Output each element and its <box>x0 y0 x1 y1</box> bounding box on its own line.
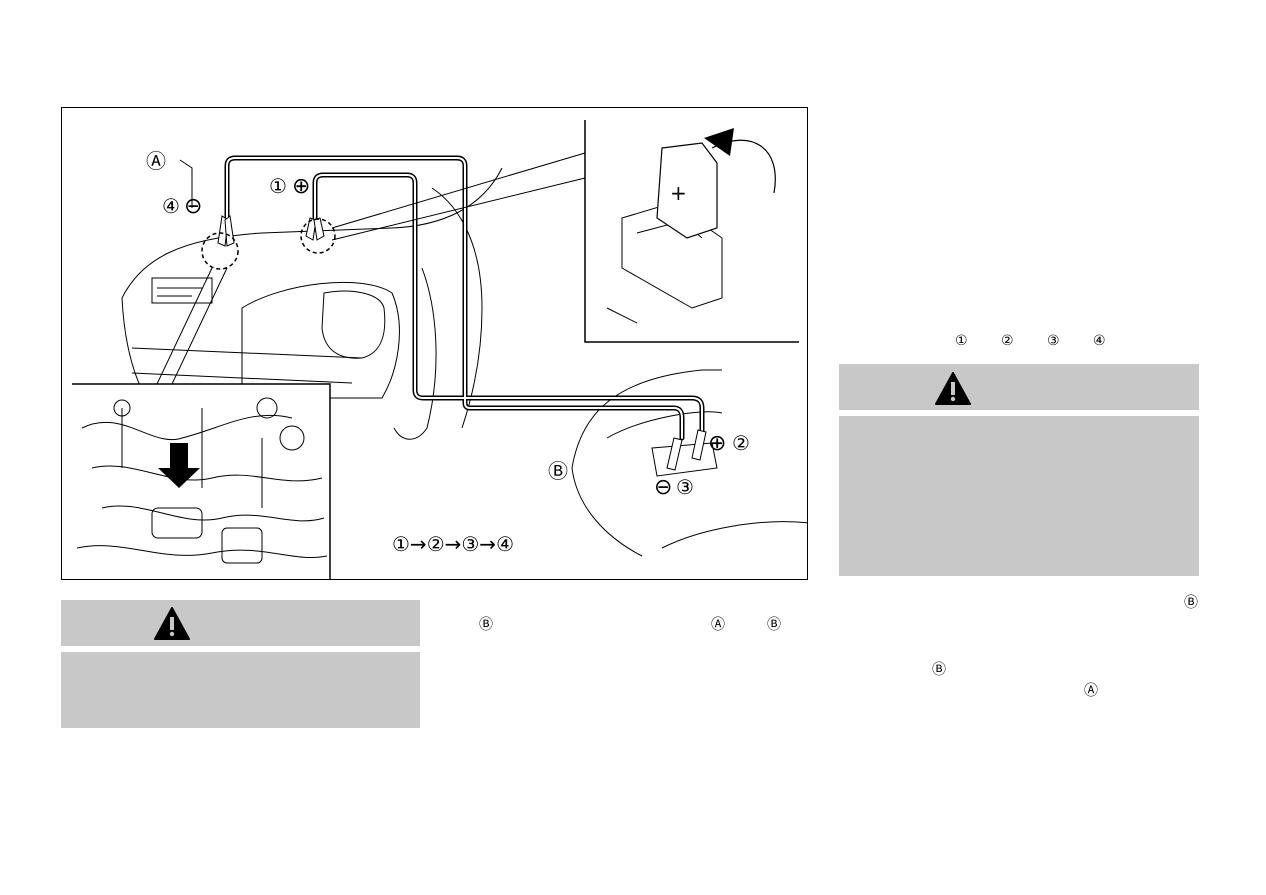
caution-body-right <box>839 416 1199 576</box>
cover-plus-sign: + <box>670 181 687 205</box>
step1-ref: ① <box>955 333 968 349</box>
terminal-cover <box>656 142 718 239</box>
terminal-cover-inset: + <box>584 120 807 343</box>
connection-sequence: ①→②→③→④ <box>392 532 514 556</box>
step3-label: ③ <box>676 475 694 499</box>
clamp-a-positive <box>305 217 317 241</box>
step3-ref: ③ <box>1047 333 1060 349</box>
caution-box-right <box>839 364 1199 576</box>
caution-box-left <box>61 600 420 728</box>
car-a-bumper-line <box>131 347 363 359</box>
ground-point-inset <box>72 383 331 579</box>
vehicle-a-ref: Ⓐ <box>711 617 725 633</box>
car-b-battery <box>651 442 718 477</box>
zoom-line-bottom <box>331 177 586 241</box>
car-a-battery <box>151 277 213 304</box>
lift-arrow-head <box>704 128 734 156</box>
caution-header-left <box>61 600 420 646</box>
vehicle-b-label: Ⓑ <box>548 459 568 483</box>
jump-start-diagram: + Ⓐ ④ ⊖ <box>72 120 807 579</box>
step2-label: ② <box>732 431 750 455</box>
car-a-hood-outline <box>121 167 503 299</box>
step2-ref: ② <box>1001 333 1014 349</box>
car-a-bumper-line-2 <box>131 372 353 384</box>
car-b-lower <box>661 521 807 549</box>
car-a-headlight-area <box>241 281 400 399</box>
engine-hose <box>81 414 293 441</box>
vehicle-b-ref-3: Ⓑ <box>1184 595 1198 611</box>
step1-label: ① <box>269 174 287 198</box>
step4-ref: ④ <box>1093 333 1106 349</box>
vehicle-b-ref-2: Ⓑ <box>767 617 781 633</box>
plus-label-b: ⊕ <box>708 431 726 456</box>
car-a-wheel-arch <box>393 267 437 440</box>
car-b-front <box>571 467 643 557</box>
zoom-line-left-a <box>156 267 213 385</box>
vehicle-a-label: Ⓐ <box>146 149 166 173</box>
zoom-line-top <box>331 152 586 229</box>
jump-start-illustration: + Ⓐ ④ ⊖ <box>61 107 808 580</box>
ground-point-arrow <box>158 443 200 488</box>
vehicle-a-ref-2: Ⓐ <box>1084 683 1098 699</box>
minus-label-a: ⊖ <box>184 194 202 219</box>
ground-point-circle <box>201 232 239 270</box>
car-a-headlight <box>321 290 386 359</box>
step4-label: ④ <box>162 194 180 218</box>
warning-triangle-icon <box>935 372 971 405</box>
vehicle-b-ref: Ⓑ <box>479 617 493 633</box>
caution-body-left <box>61 652 420 728</box>
vehicle-b-ref-4: Ⓑ <box>932 662 946 678</box>
car-a-battery-detail <box>157 287 202 297</box>
zoom-line-left-b <box>171 267 228 385</box>
car-a-fender <box>431 187 483 429</box>
positive-terminal-circle <box>300 218 336 254</box>
clamp-b-positive <box>691 429 707 461</box>
plus-label-a: ⊕ <box>292 174 310 199</box>
caution-header-right <box>839 364 1199 410</box>
warning-triangle-icon <box>154 607 190 640</box>
minus-label-b: ⊖ <box>654 475 672 500</box>
car-b-hood <box>606 411 723 439</box>
clamp-b-negative <box>666 437 683 471</box>
